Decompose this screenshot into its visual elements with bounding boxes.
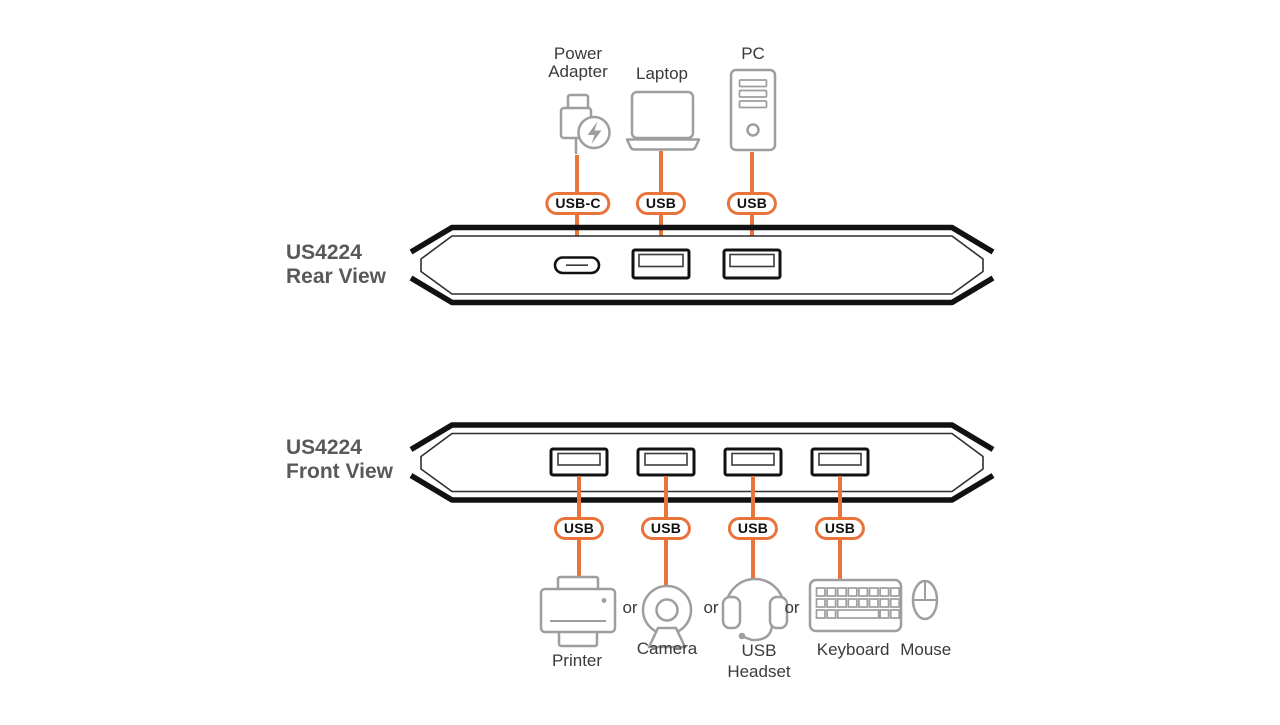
printer-icon [539,575,617,648]
power-adapter-label: Power Adapter [548,44,608,81]
rear-view-title: US4224 Rear View [286,241,386,289]
usb-c-port [553,256,601,275]
laptop-label: Laptop [636,64,688,83]
front-title-model: US4224 [286,436,362,459]
or-label-2: or [703,598,719,617]
printer-label: Printer [551,651,603,670]
usb-headset-icon [721,577,789,642]
rear-usb-badge-2: USB [726,192,778,215]
or-label-1: or [622,598,638,617]
mouse-icon [911,579,939,621]
front-device-body [409,422,995,503]
rear-title-view: Rear View [286,265,387,288]
usb-headset-label: USB Headset [727,641,791,681]
front-usb-port-4 [810,447,870,477]
camera-icon [641,584,693,649]
pc-icon [729,68,777,152]
rear-usb-port-1 [631,248,691,280]
front-usb-badge-1: USB [553,517,605,540]
keyboard-mouse-label: Keyboard Mouse [816,640,952,659]
usb-c-badge: USB-C [545,192,611,215]
rear-usb-port-2 [722,248,782,280]
laptop-icon [625,90,701,151]
front-title-view: Front View [286,460,393,483]
front-view-title: US4224 Front View [286,436,393,484]
front-usb-badge-2: USB [640,517,692,540]
rear-usb-badge-1: USB [635,192,687,215]
keyboard-keys [815,587,901,619]
front-usb-port-2 [636,447,696,477]
rear-device-body [409,224,995,306]
camera-label: Camera [636,639,698,658]
front-connection-lines [577,476,842,587]
front-usb-port-3 [723,447,783,477]
or-label-3: or [784,598,800,617]
keyboard-icon [808,578,903,633]
front-usb-port-1 [549,447,609,477]
pc-label: PC [741,44,765,63]
front-usb-badge-4: USB [814,517,866,540]
power-adapter-icon [559,93,611,150]
front-usb-badge-3: USB [727,517,779,540]
rear-title-model: US4224 [286,241,362,264]
